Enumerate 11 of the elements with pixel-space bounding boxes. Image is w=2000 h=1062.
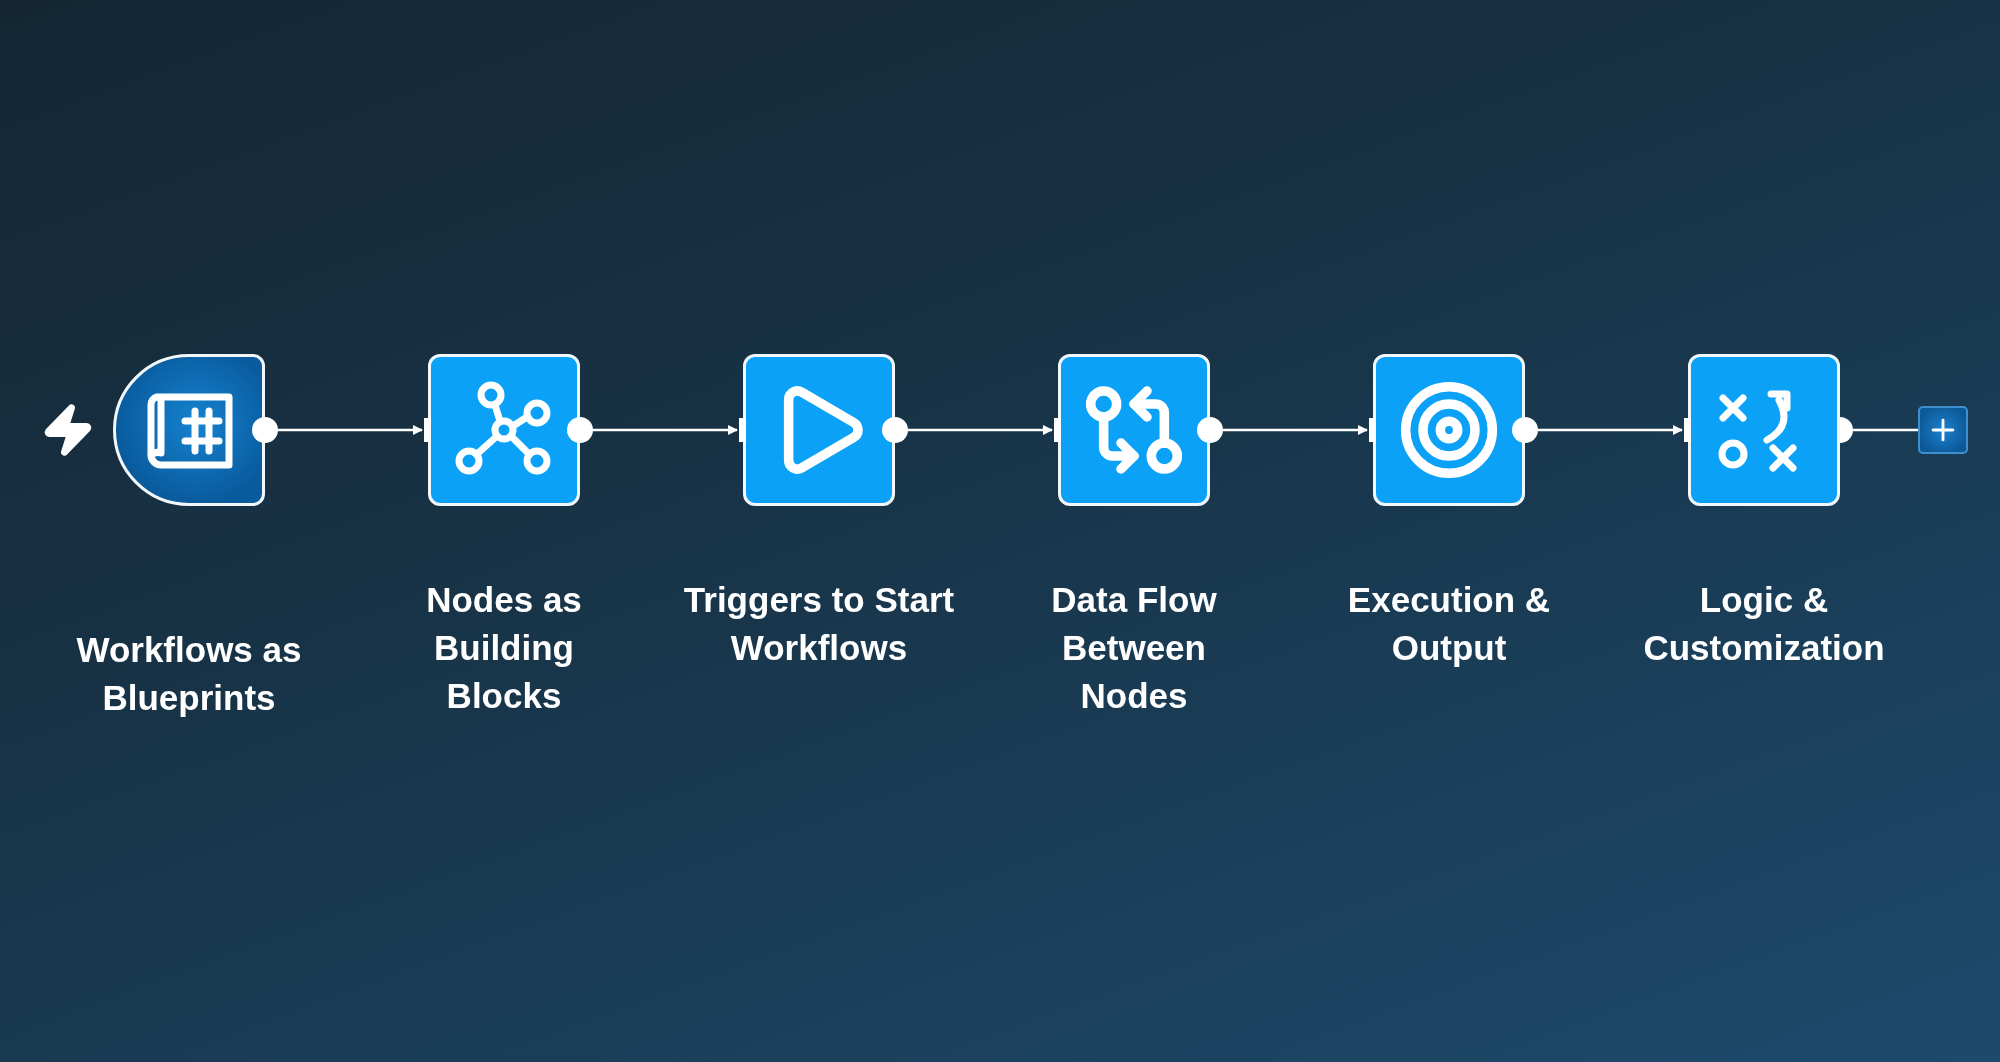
node-title: Logic & Customization [1642, 579, 1886, 669]
arrow [277, 425, 423, 435]
arrow [592, 425, 738, 435]
node-title: Nodes as Building Blocks [425, 579, 583, 717]
arrow [1222, 425, 1368, 435]
node-title: Triggers to Start Workflows [682, 579, 956, 669]
node-title: Data Flow Between Nodes [1050, 579, 1218, 717]
node-title: Execution & Output [1346, 579, 1552, 669]
arrow [1537, 425, 1683, 435]
node-title: Workflows as Blueprints [75, 629, 303, 719]
arrow [907, 425, 1053, 435]
